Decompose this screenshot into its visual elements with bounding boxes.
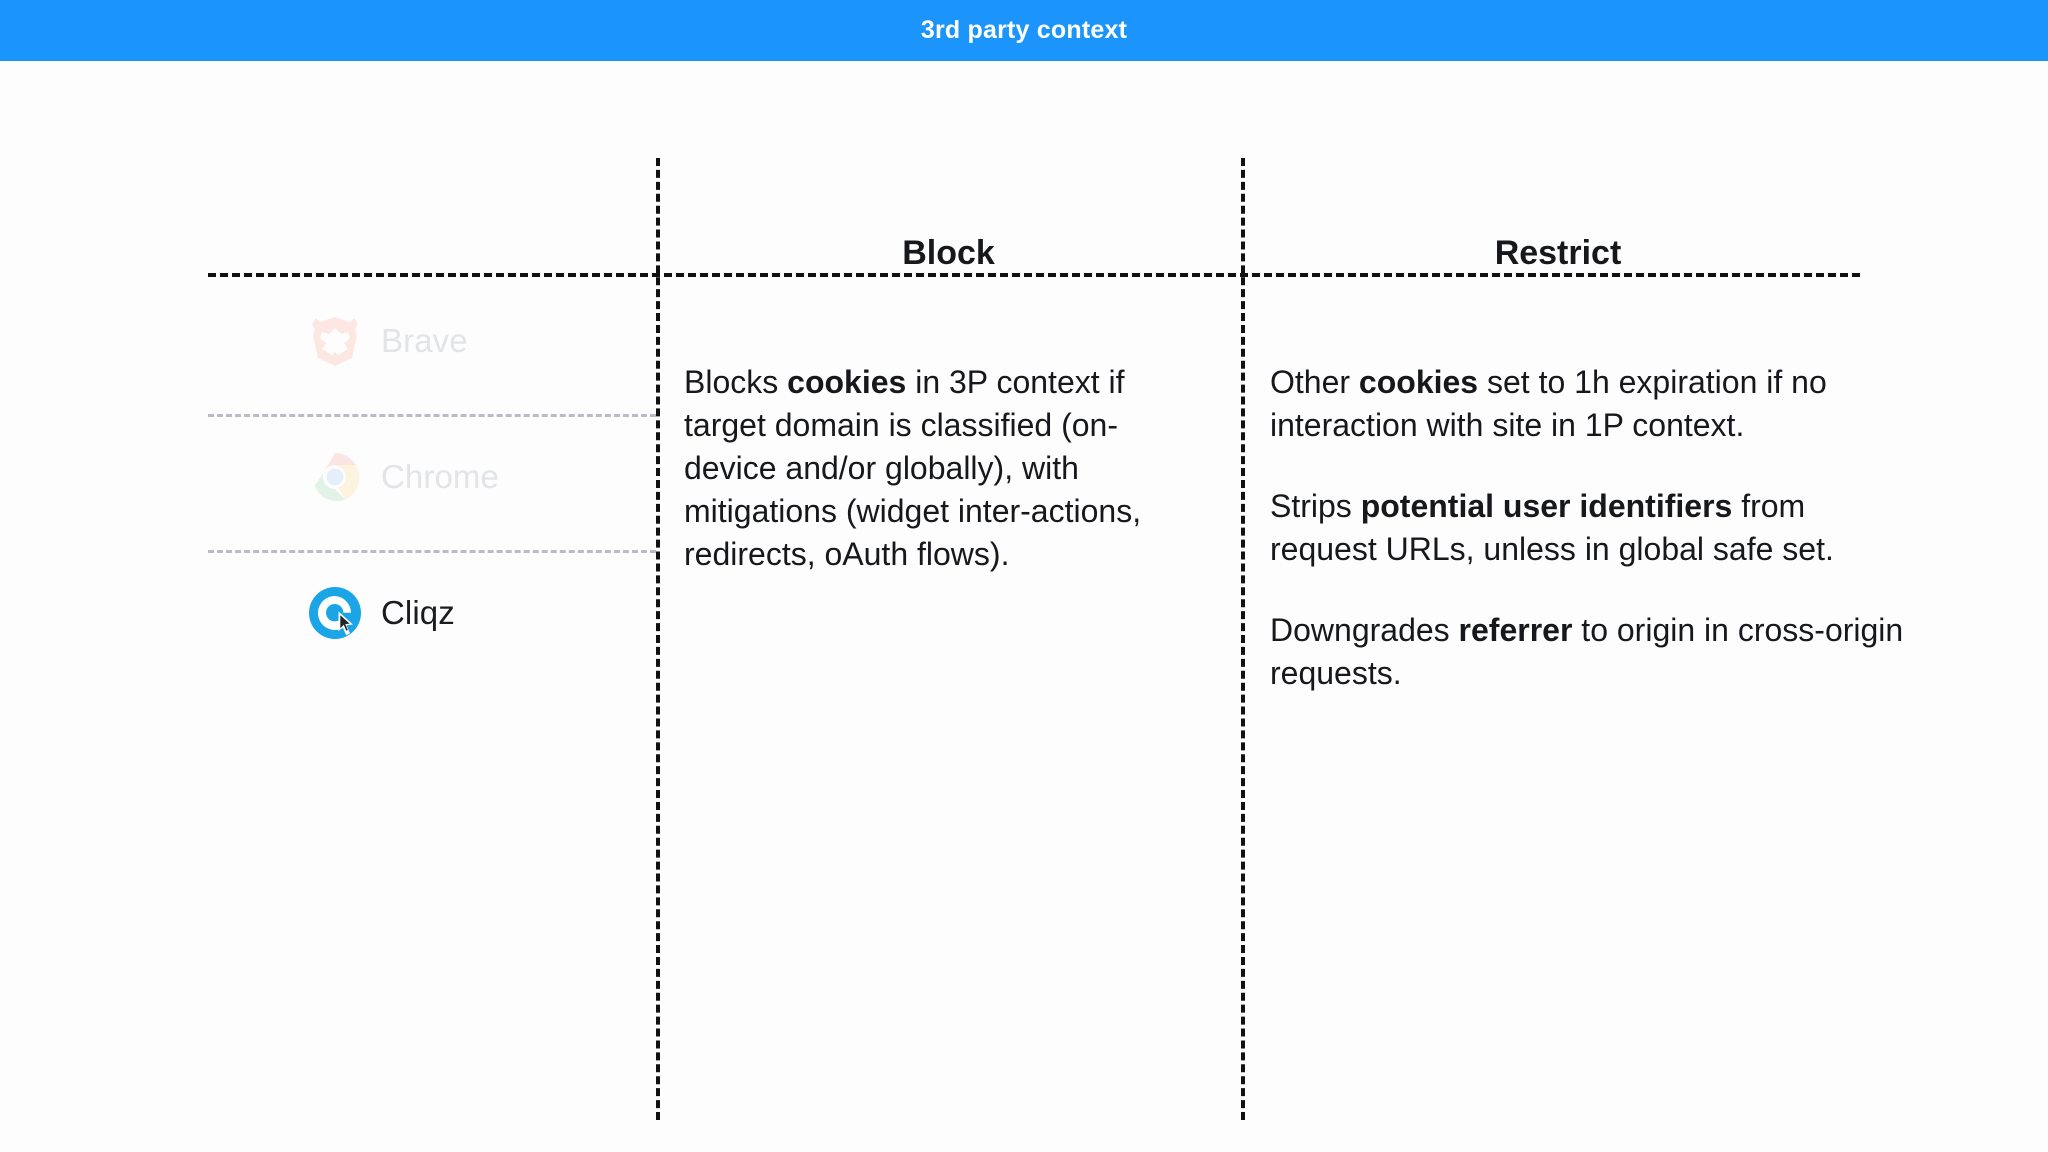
- emphasis-text: potential user identifiers: [1360, 488, 1733, 525]
- browser-label-brave: Brave: [381, 322, 468, 359]
- emphasis-text: referrer: [1458, 612, 1573, 649]
- body-text: in 3P context if target domain is classi…: [684, 364, 1142, 573]
- body-text: Blocks: [684, 364, 788, 400]
- comparison-table: Block Restrict Brave: [0, 61, 2048, 1152]
- chrome-icon: [308, 450, 362, 504]
- paragraph: Downgrades referrer to origin in cross-o…: [1270, 609, 1910, 695]
- browser-row-brave[interactable]: Brave: [208, 273, 656, 409]
- body-text: Downgrades: [1270, 612, 1459, 649]
- column-divider-block: [656, 158, 660, 1120]
- column-divider-restrict: [1241, 158, 1245, 1120]
- paragraph: Other cookies set to 1h expiration if no…: [1270, 361, 1910, 447]
- browser-label-chrome: Chrome: [381, 458, 499, 495]
- body-text: set to 1h expiration if no interaction w…: [1270, 364, 1827, 444]
- paragraph: Blocks cookies in 3P context if target d…: [684, 361, 1194, 576]
- header-separator: [208, 273, 1860, 277]
- browser-list: Brave Chrome: [208, 273, 656, 681]
- emphasis-text: cookies: [1358, 364, 1479, 400]
- browser-row-chrome[interactable]: Chrome: [208, 409, 656, 545]
- body-text: from request URLs, unless in global safe…: [1270, 488, 1834, 568]
- column-header-restrict: Restrict: [1494, 234, 1622, 272]
- body-text: Other: [1270, 364, 1359, 400]
- body-text: Strips: [1270, 488, 1361, 525]
- column-header-block: Block: [902, 234, 995, 272]
- header-banner: 3rd party context: [0, 0, 2048, 61]
- body-text: to origin in cross-origin requests.: [1270, 612, 1904, 692]
- paragraph: Strips potential user identifiers from r…: [1270, 485, 1910, 571]
- brave-lion-icon: [308, 314, 362, 368]
- row-separator-chrome-cliqz: [208, 550, 656, 553]
- banner-title: 3rd party context: [920, 16, 1128, 44]
- row-separator-brave-chrome: [208, 414, 656, 417]
- emphasis-text: cookies: [787, 364, 907, 400]
- cell-block: Blocks cookies in 3P context if target d…: [684, 361, 1194, 576]
- cell-restrict: Other cookies set to 1h expiration if no…: [1270, 361, 1910, 695]
- browser-label-cliqz: Cliqz: [381, 594, 455, 631]
- cliqz-cursor-icon: [308, 586, 362, 640]
- browser-row-cliqz[interactable]: Cliqz: [208, 545, 656, 681]
